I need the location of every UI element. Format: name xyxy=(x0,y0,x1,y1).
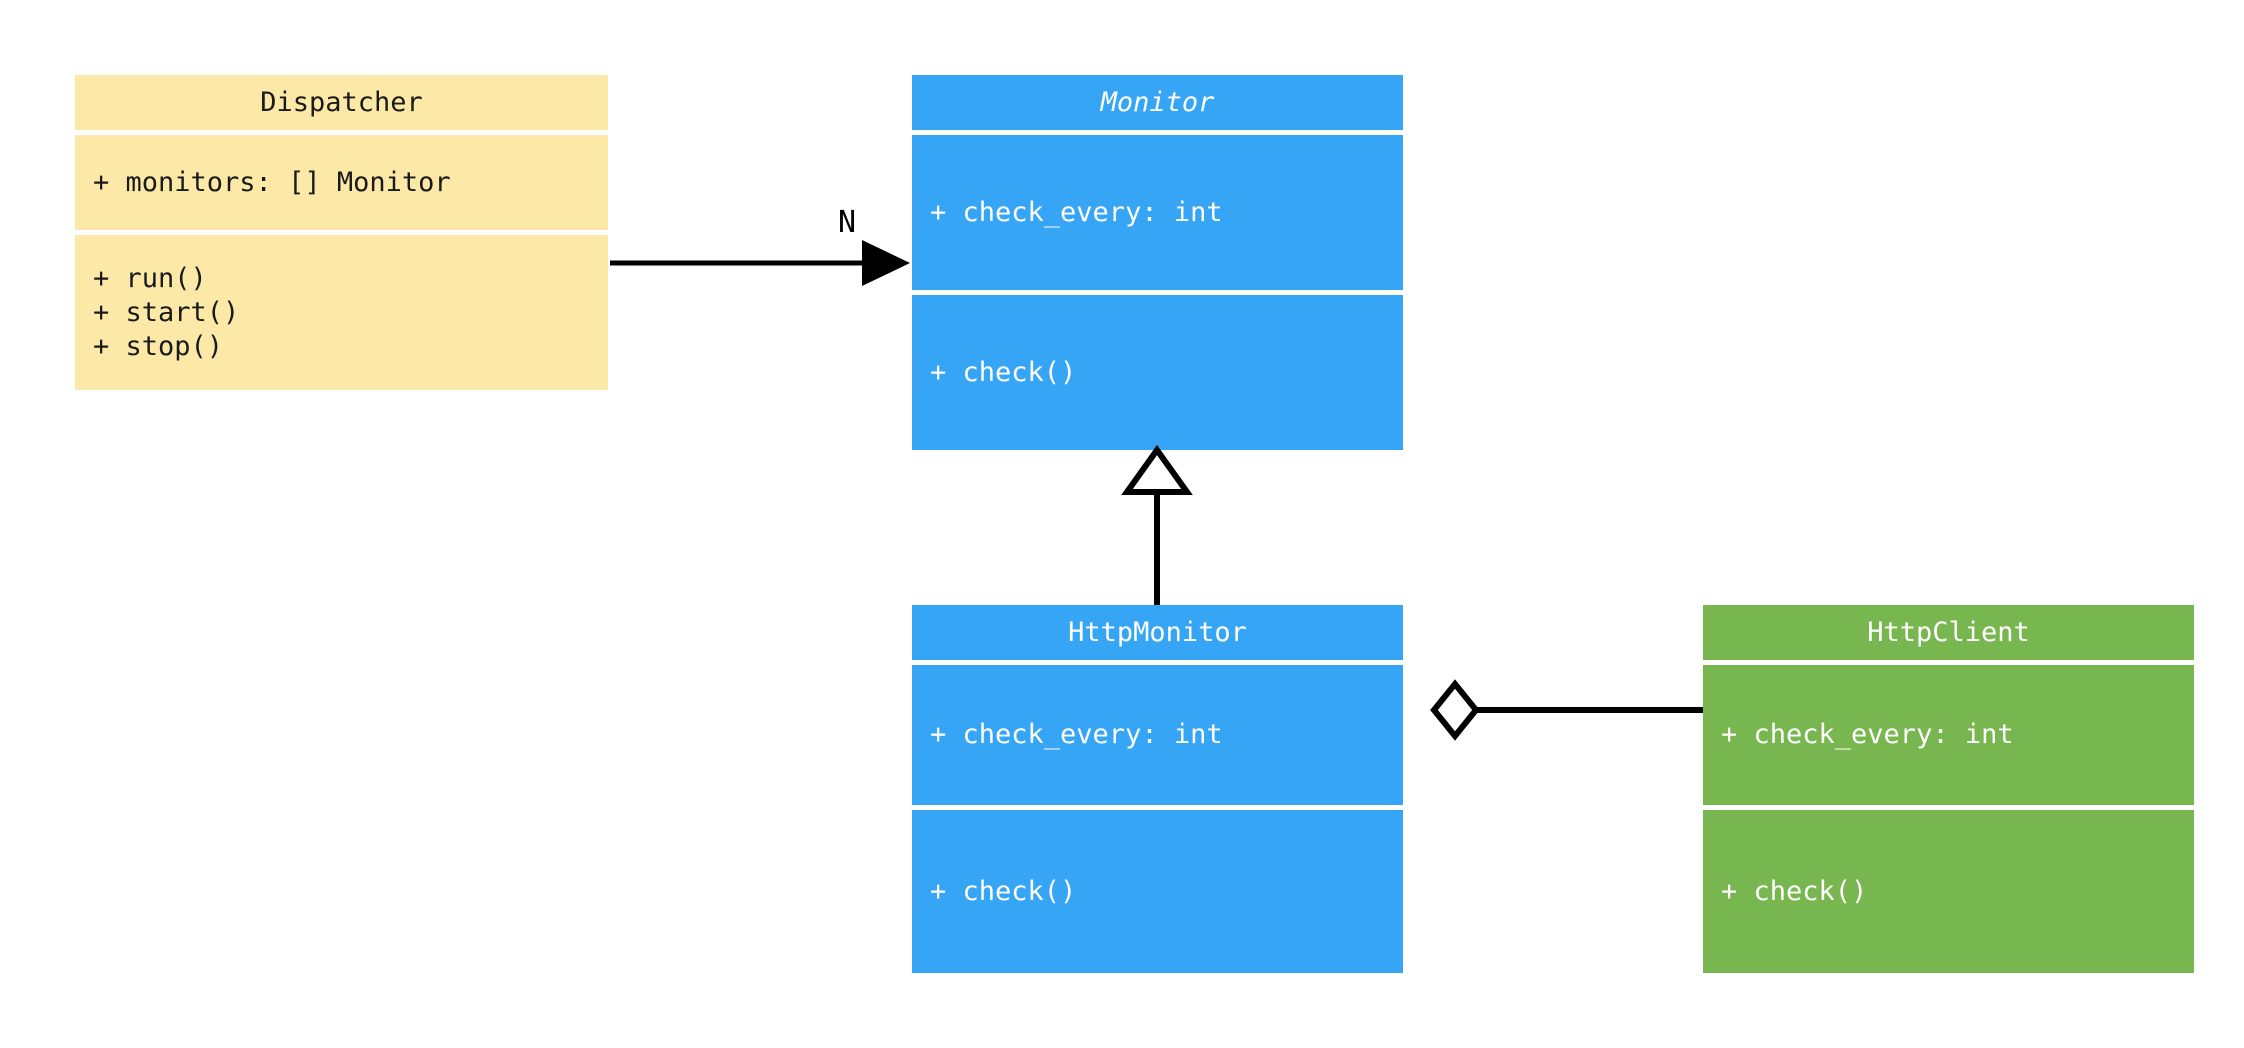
class-box-httpmonitor[interactable]: HttpMonitor + check_every: int + check() xyxy=(912,605,1403,973)
multiplicity-label-dispatcher-monitor: N xyxy=(838,205,857,240)
filled-arrowhead-icon xyxy=(862,240,910,286)
relationship-generalization-httpmonitor-monitor xyxy=(1121,444,1193,605)
attribute-row: + check_every: int xyxy=(930,719,1223,750)
relationship-aggregation-httpclient-httpmonitor xyxy=(1430,679,1703,741)
class-name-dispatcher: Dispatcher xyxy=(260,87,423,118)
class-operations-compartment-dispatcher: + run() + start() + stop() xyxy=(75,235,608,390)
class-attributes-compartment-dispatcher: + monitors: [] Monitor xyxy=(75,135,608,230)
class-name-httpmonitor: HttpMonitor xyxy=(1068,617,1247,648)
class-attributes-compartment-monitor: + check_every: int xyxy=(912,135,1403,290)
attribute-row: + check_every: int xyxy=(930,196,1223,228)
operation-row: + run() xyxy=(93,262,207,294)
class-operations-compartment-httpclient: + check() xyxy=(1703,810,2194,973)
class-name-httpclient: HttpClient xyxy=(1867,617,2030,648)
operation-row: + check() xyxy=(1721,875,1868,907)
operation-row: + stop() xyxy=(93,330,224,362)
class-operations-compartment-monitor: + check() xyxy=(912,295,1403,450)
class-title-compartment-monitor: Monitor xyxy=(912,75,1403,130)
class-operations-compartment-httpmonitor: + check() xyxy=(912,810,1403,973)
class-box-monitor[interactable]: Monitor + check_every: int + check() xyxy=(912,75,1403,450)
operation-row: + check() xyxy=(930,356,1077,388)
hollow-triangle-arrowhead-icon xyxy=(1121,444,1193,495)
operation-row: + check() xyxy=(930,875,1077,907)
class-title-compartment-dispatcher: Dispatcher xyxy=(75,75,608,130)
relationship-association-dispatcher-monitor xyxy=(610,240,910,286)
class-attributes-compartment-httpmonitor: + check_every: int xyxy=(912,665,1403,805)
class-box-httpclient[interactable]: HttpClient + check_every: int + check() xyxy=(1703,605,2194,973)
class-title-compartment-httpclient: HttpClient xyxy=(1703,605,2194,660)
operation-row: + start() xyxy=(93,296,240,328)
class-title-compartment-httpmonitor: HttpMonitor xyxy=(912,605,1403,660)
class-name-monitor: Monitor xyxy=(1100,87,1215,118)
attribute-row: + monitors: [] Monitor xyxy=(93,166,451,198)
class-box-dispatcher[interactable]: Dispatcher + monitors: [] Monitor + run(… xyxy=(75,75,608,390)
class-attributes-compartment-httpclient: + check_every: int xyxy=(1703,665,2194,805)
hollow-diamond-arrowhead-icon xyxy=(1430,679,1480,741)
attribute-row: + check_every: int xyxy=(1721,719,2014,750)
